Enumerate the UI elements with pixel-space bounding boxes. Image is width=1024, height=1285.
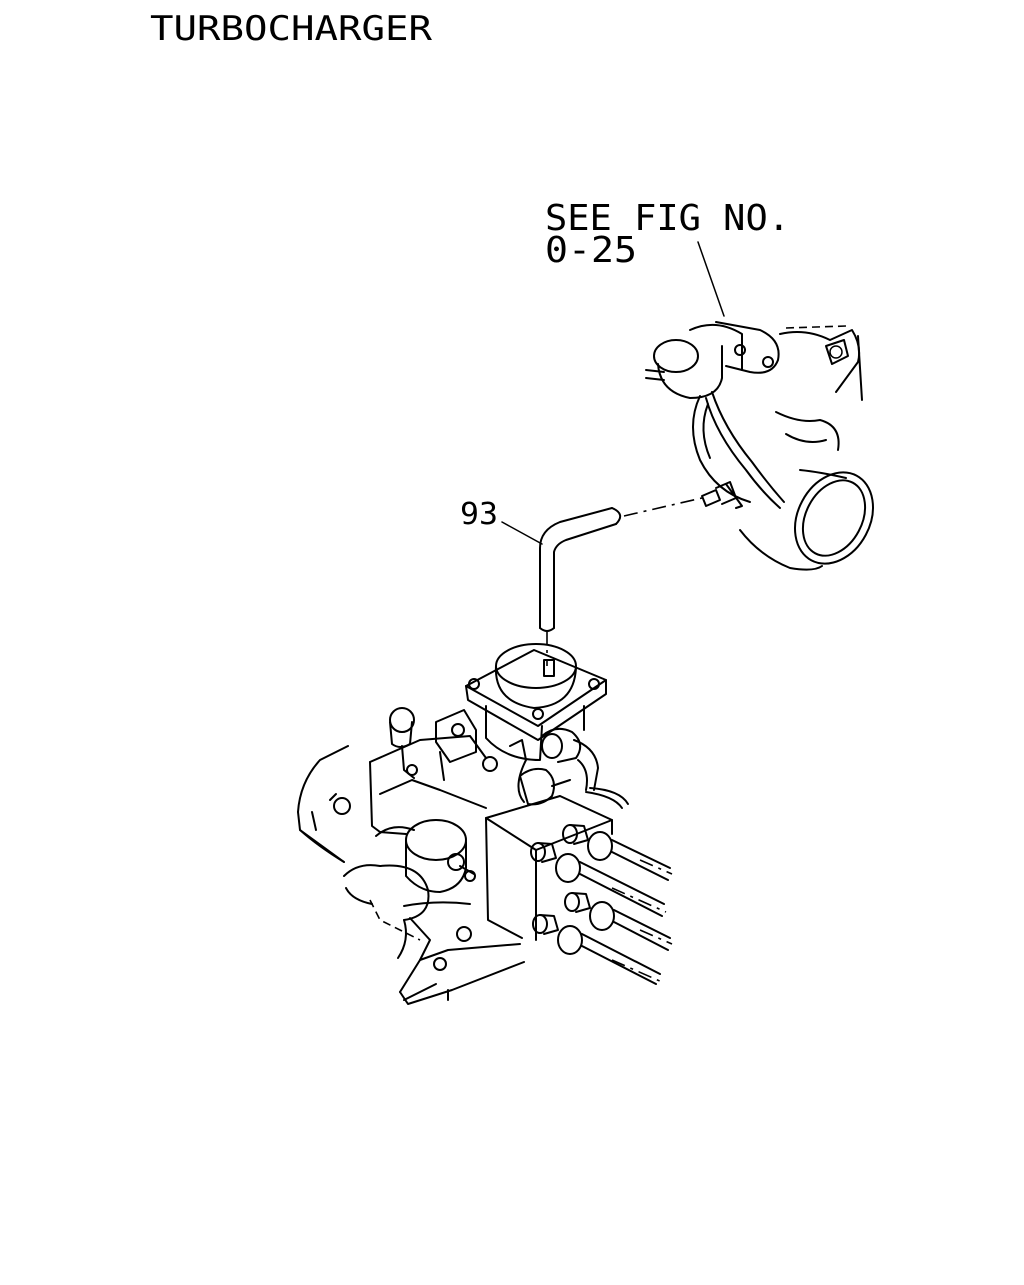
reference-note-line1: SEE FIG NO. — [545, 198, 790, 239]
callout-label-93: 93 — [460, 497, 498, 532]
reference-note-line2: 0-25 — [545, 230, 637, 271]
hose-part-93 — [539, 507, 622, 632]
injection-pump-assembly — [297, 643, 673, 1005]
callout-leader-93 — [501, 521, 543, 545]
connection-centerline — [623, 497, 703, 517]
reference-leader-line — [697, 241, 725, 317]
turbocharger-assembly — [645, 321, 874, 571]
injection-lines — [530, 824, 673, 985]
page-title: TURBOCHARGER — [150, 9, 433, 49]
